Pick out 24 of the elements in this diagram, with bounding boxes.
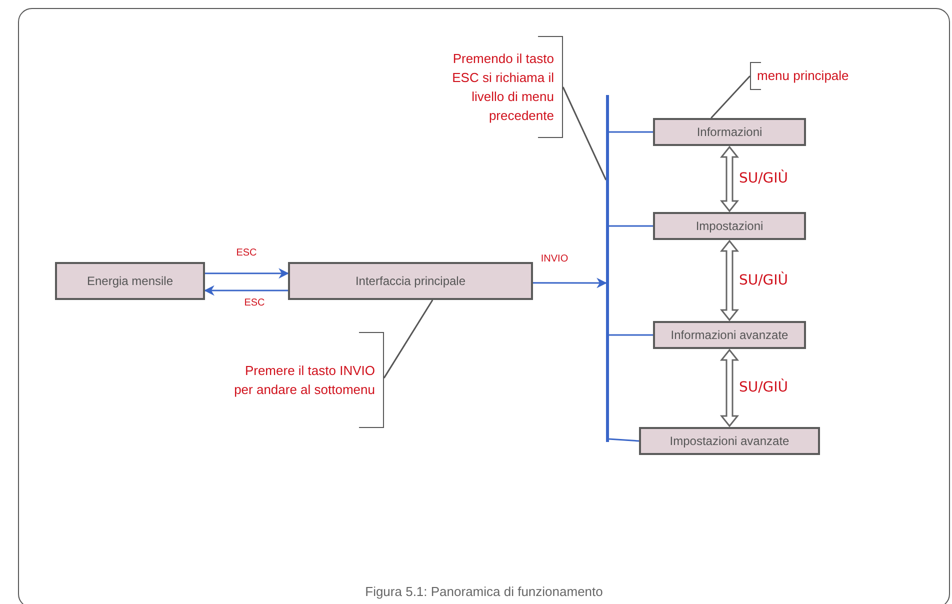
leader-line <box>710 76 751 118</box>
leader-line <box>562 86 607 180</box>
double-arrow <box>720 240 740 322</box>
arrow <box>204 285 288 296</box>
connector-line <box>609 334 653 336</box>
double-arrow <box>720 146 740 212</box>
connector-line <box>609 131 653 133</box>
menu-box: Impostazioni <box>653 212 806 240</box>
menu-box: Interfaccia principale <box>288 262 533 300</box>
bus-line <box>606 95 609 442</box>
callout-text: menu principale <box>757 67 849 86</box>
double-arrow <box>720 348 740 428</box>
menu-box: Impostazioni avanzate <box>639 427 820 455</box>
leader-line <box>383 300 434 378</box>
menu-box: Energia mensile <box>55 262 205 300</box>
connector-line <box>609 225 653 227</box>
arrow <box>205 268 290 279</box>
figure-caption: Figura 5.1: Panoramica di funzionamento <box>364 583 604 601</box>
menu-box: Informazioni <box>653 118 806 146</box>
arrow <box>533 278 608 288</box>
connector-line <box>608 438 640 442</box>
callout-text: Premendo il tasto ESC si richiama il livello di menu precedente <box>451 50 554 125</box>
callout-text: Premere il tasto INVIO per andare al sottomenu <box>233 362 375 399</box>
menu-box: Informazioni avanzate <box>653 321 806 349</box>
